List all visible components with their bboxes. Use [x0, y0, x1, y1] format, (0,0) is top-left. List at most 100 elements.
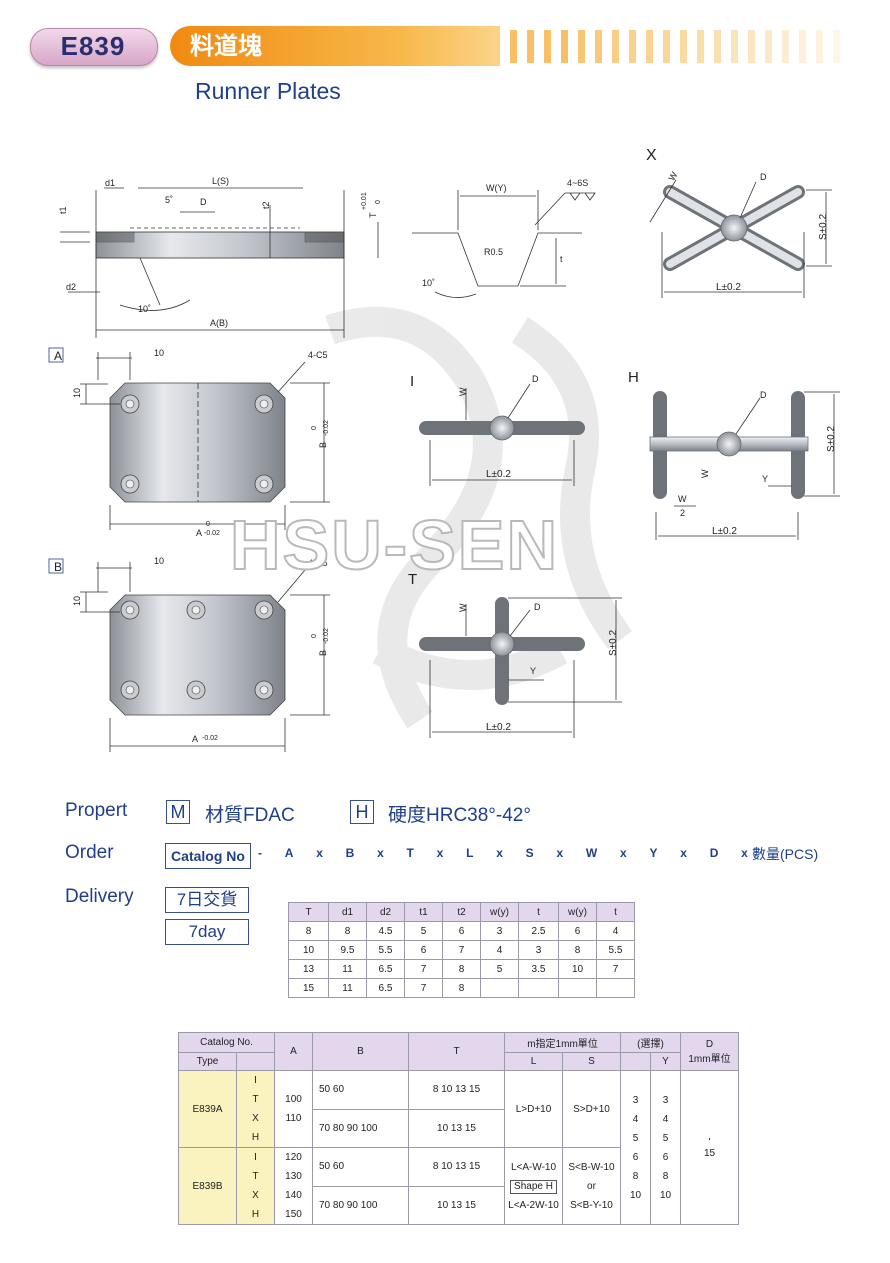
order-item: x [316, 846, 323, 860]
table-cell: 7 [404, 978, 443, 998]
table-cell: 6 [404, 940, 443, 960]
label-a-box [48, 347, 64, 363]
label-b: B [54, 560, 62, 574]
th: w(y) [480, 902, 519, 922]
background-logo [325, 306, 633, 729]
table-cell: 10 [558, 959, 597, 979]
table-cell [620, 1052, 651, 1071]
dim-ls: L(S) [212, 176, 229, 186]
x-w: W [667, 170, 680, 183]
text [527, 30, 534, 63]
label-i: I [410, 373, 414, 390]
table-cell [558, 978, 597, 998]
table-cell: 3 [518, 940, 559, 960]
code-badge [30, 28, 158, 66]
a-a-low: -0.02 [204, 530, 220, 537]
text: 4 [632, 1113, 639, 1125]
text: Shape H [510, 1179, 557, 1194]
table-cell: 3.5 [518, 959, 559, 979]
h-shape [649, 391, 809, 499]
table-cell: 6 [442, 921, 481, 941]
text: I [254, 1152, 257, 1163]
order-item: D [709, 846, 719, 860]
table-cell: 7 [404, 959, 443, 979]
h-l: L±0.2 [712, 526, 737, 537]
table-cell: 4 [480, 940, 519, 960]
text [612, 30, 619, 63]
t1-b: 8 10 13 15 [408, 1147, 505, 1187]
th: t [518, 902, 559, 922]
text: 6 [632, 1151, 639, 1163]
dim-t-tol-low: 0 [375, 200, 382, 204]
text: H [251, 1209, 260, 1220]
text [731, 30, 738, 63]
table-cell: 6 [558, 921, 597, 941]
x-s: S±0.2 [818, 214, 829, 240]
t-d: D [534, 602, 541, 612]
table-cell: 5.5 [366, 940, 405, 960]
text: 15 [703, 1147, 716, 1159]
th-catalog: Catalog No. [178, 1032, 275, 1053]
text: S<B-Y-10 [570, 1199, 613, 1211]
product-code: E839 [60, 31, 126, 61]
order-item: A [284, 846, 294, 860]
t1-a: 8 10 13 15 [408, 1070, 505, 1110]
text [561, 30, 568, 63]
table-cell: 8 [442, 978, 481, 998]
i-d: D [532, 374, 539, 384]
table-cell: 5.5 [596, 940, 635, 960]
order-item: x [556, 846, 564, 860]
th-b: B [312, 1032, 409, 1071]
table-cell: 8 [328, 921, 367, 941]
order-item: - [258, 846, 262, 860]
dim-angle5: 5˚ [165, 195, 173, 205]
l-top: L>D+10 [504, 1070, 563, 1148]
table-cell [518, 978, 559, 998]
text [697, 30, 704, 63]
a-b-low: -0.02 [323, 420, 330, 436]
t-shape [419, 597, 585, 705]
groove-r: R0.5 [484, 247, 503, 257]
text: S<B-W-10 [568, 1161, 615, 1173]
title-bar [170, 26, 500, 66]
text [663, 30, 670, 63]
th: d1 [328, 902, 367, 922]
catalog-no-box: Catalog No [165, 843, 251, 869]
b-b: B [318, 650, 328, 656]
dim-angle10: 10˚ [138, 304, 151, 314]
delivery-en-box: 7day [165, 919, 249, 945]
t-l: L±0.2 [486, 722, 511, 733]
h-w: W [700, 469, 710, 478]
th-m: m指定1mm單位 [504, 1032, 621, 1053]
th: t1 [404, 902, 443, 922]
text: 130 [285, 1171, 302, 1182]
material-text: 材質FDAC [205, 805, 295, 826]
technical-drawings: L(S) d1 t1 t2 D 5˚ T +0.01 0 d2 10˚ A(B)… [48, 147, 840, 752]
watermark: HSU-SEN [229, 505, 560, 585]
text: X [252, 1190, 259, 1201]
h-d: D [760, 390, 767, 400]
table-cell: 5 [480, 959, 519, 979]
h-s: S±0.2 [826, 426, 837, 452]
groove-detail [412, 190, 596, 298]
b2-a: 70 80 90 100 [312, 1108, 409, 1148]
x-d: D [760, 172, 767, 182]
text: 5 [632, 1132, 639, 1144]
label-t: T [408, 571, 417, 588]
text: L<A-2W-10 [508, 1199, 559, 1211]
x-shape [663, 185, 805, 271]
a-c5: 4-C5 [308, 350, 328, 360]
delivery-label: Delivery [65, 886, 134, 907]
th-a: A [274, 1032, 313, 1071]
text: 8 [662, 1170, 669, 1182]
label-b-box [48, 558, 64, 574]
i-shape [419, 415, 585, 441]
text: I [254, 1075, 257, 1086]
b-a-low: -0.02 [202, 735, 218, 742]
a-dim10v: 10 [72, 388, 82, 398]
